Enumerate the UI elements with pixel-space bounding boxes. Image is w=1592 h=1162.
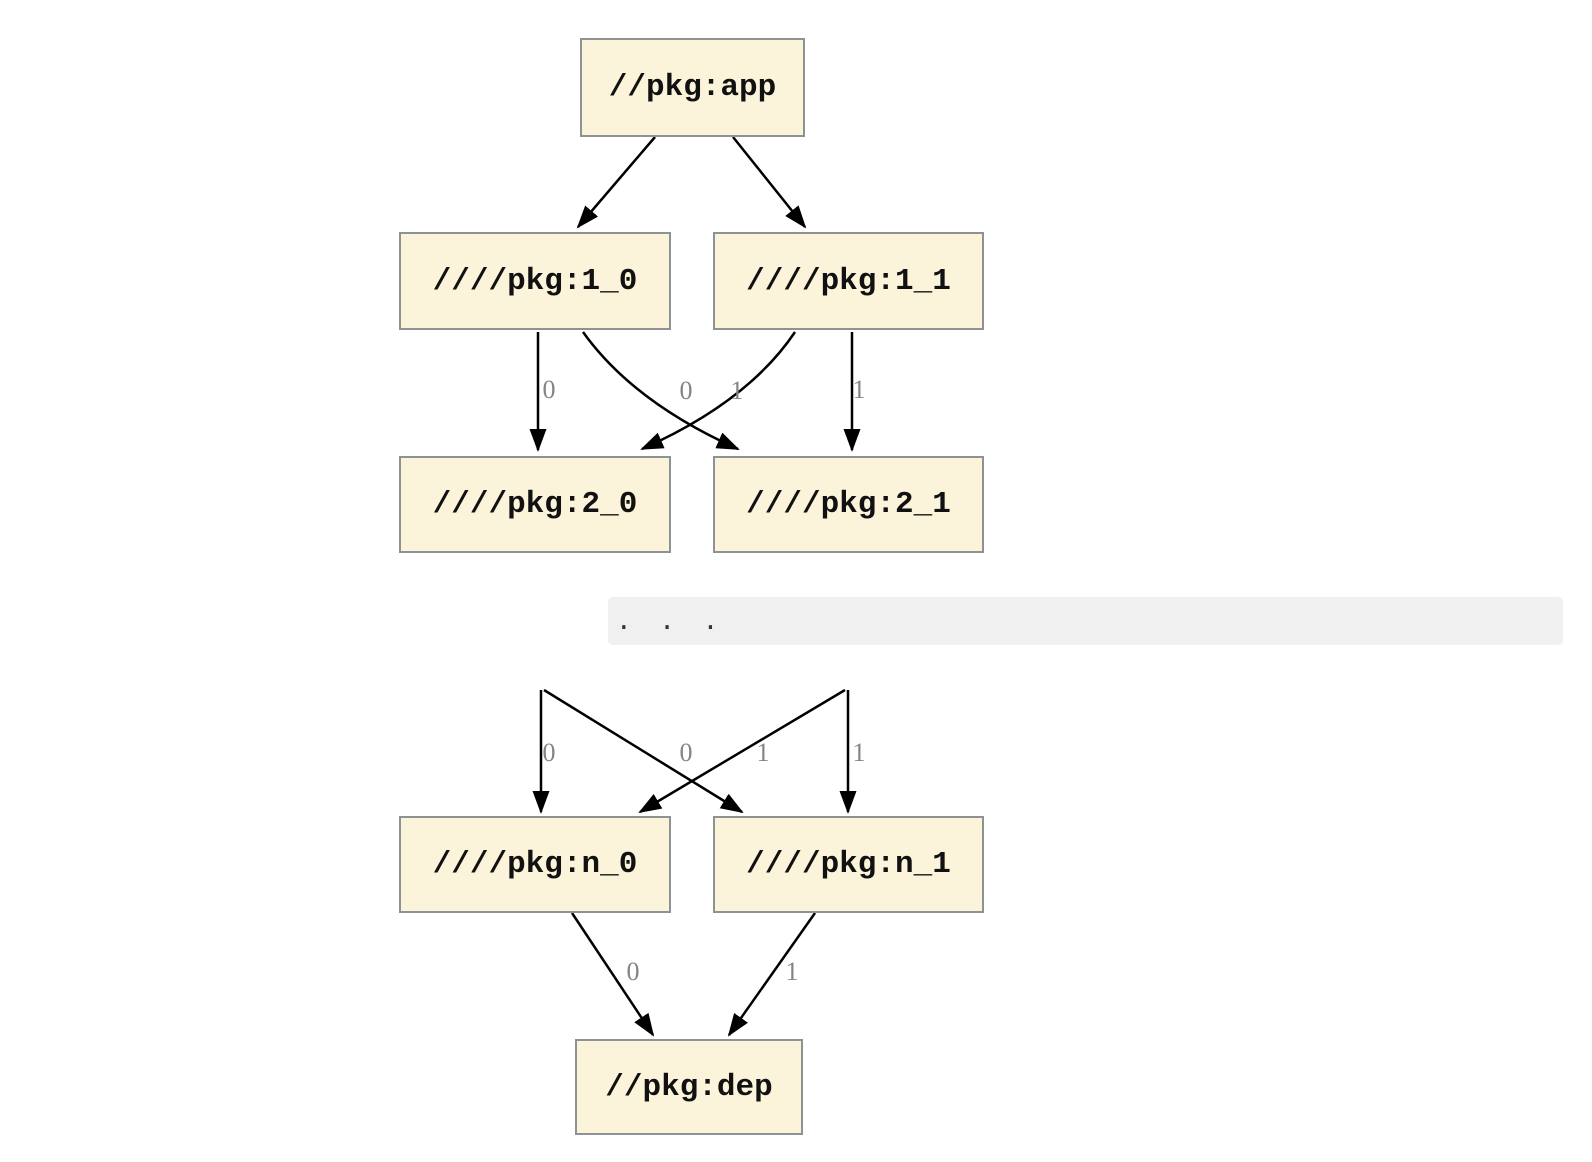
edge-label: 1 <box>852 738 866 767</box>
continuation-band: . . . <box>608 597 1563 645</box>
edge-1_0-to-2_1 <box>581 331 740 451</box>
node-2_0: ////pkg:2_0 <box>399 456 671 553</box>
node-2_1: ////pkg:2_1 <box>713 456 984 553</box>
edge-label: 0 <box>679 738 693 767</box>
edge-label: 0 <box>679 376 693 405</box>
edge-label: 0 <box>542 738 556 767</box>
edge-label: 1 <box>785 957 799 986</box>
edge-label: 0 <box>626 957 640 986</box>
edge-n_1-to-dep <box>727 912 817 1037</box>
edge-n_0-to-dep <box>570 912 655 1037</box>
node-label: ////pkg:n_0 <box>432 847 638 882</box>
node-label: //pkg:dep <box>605 1069 773 1105</box>
node-n_0: ////pkg:n_0 <box>399 816 671 913</box>
edge-label: 1 <box>756 738 770 767</box>
node-label: ////pkg:1_0 <box>432 263 638 299</box>
node-label: //pkg:app <box>608 70 777 105</box>
edge-label: 0 <box>542 375 556 404</box>
edge-label: 1 <box>730 376 744 405</box>
ellipsis-text: . . . <box>616 606 725 636</box>
node-label: ////pkg:2_0 <box>432 487 638 522</box>
edge-app-to-1_0 <box>576 136 656 229</box>
node-dep: //pkg:dep <box>575 1039 803 1135</box>
node-label: ////pkg:n_1 <box>746 847 951 882</box>
edge-1_1-to-2_0 <box>640 331 797 451</box>
node-label: ////pkg:2_1 <box>746 487 951 522</box>
node-n_1: ////pkg:n_1 <box>713 816 984 913</box>
edge-app-to-1_1 <box>732 136 807 229</box>
node-1_0: ////pkg:1_0 <box>399 232 671 330</box>
node-app: //pkg:app <box>580 38 805 137</box>
edge-mid-to-n_1-cross <box>543 688 744 814</box>
node-label: ////pkg:1_1 <box>746 263 951 299</box>
edge-mid-to-n_0-cross <box>638 688 846 814</box>
edge-label: 1 <box>852 375 866 404</box>
node-1_1: ////pkg:1_1 <box>713 232 984 330</box>
